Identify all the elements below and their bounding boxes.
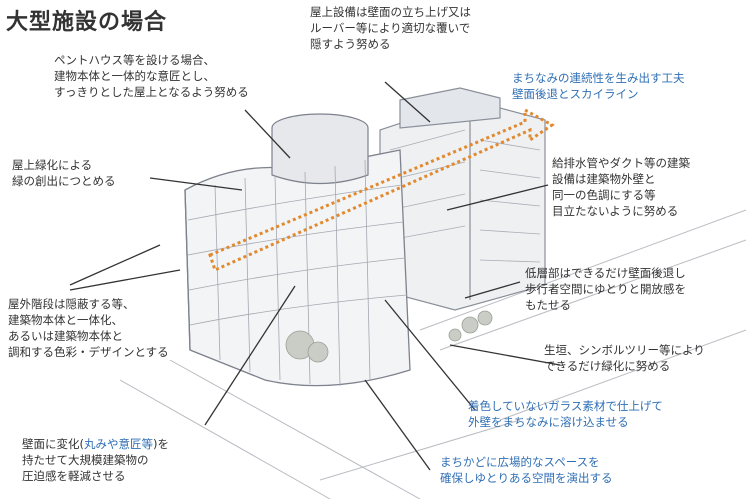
trees <box>285 310 493 363</box>
annotation-glass: 着色していないガラス素材で仕上げて 外壁をまちなみに溶け込ませる <box>468 399 663 429</box>
annotation-greening: 屋上緑化による 緑の創出につとめる <box>12 158 116 188</box>
wall-highlight: 丸みや意匠等 <box>84 437 153 451</box>
annotation-rooftop-equipment: 屋上設備は壁面の立ち上げ又は ルーバー等により適切な覆いで 隠すよう努める <box>310 5 471 51</box>
penthouse <box>271 113 369 185</box>
annotation-stairs: 屋外階段は隠蔽する等、 建築物本体と一体化、 あるいは建築物本体と 調和する色彩… <box>8 297 169 359</box>
page-title: 大型施設の場合 <box>6 10 168 35</box>
street-lines <box>119 209 746 499</box>
annotation-hedge: 生垣、シンボルツリー等により できるだけ緑化に努める <box>544 343 705 373</box>
annotation-piping: 給排水管やダクト等の建築 設備は建築物外壁と 同一の色調にする等 目立たないよう… <box>552 156 690 218</box>
wall-prefix: 壁面に変化( <box>22 437 84 451</box>
annotation-skyline: まちなみの連続性を生み出す工夫 壁面後退とスカイライン <box>512 71 685 101</box>
annotation-setback: 低層部はできるだけ壁面後退し 歩行者空間にゆとりと開放感を もたせる <box>525 266 686 312</box>
leader-lines <box>69 81 561 471</box>
annotation-plaza: まちかどに広場的なスペースを 確保しゆとりある空間を演出する <box>440 455 613 485</box>
annotation-penthouse: ペントハウス等を設ける場合、 建物本体と一体的な意匠とし、 すっきりとした屋上と… <box>54 53 249 99</box>
annotation-wall-variation: 壁面に変化(丸みや意匠等)を 持たせて大規模建築物の 圧迫感を軽減させる <box>22 436 169 484</box>
skyline-arrow <box>208 107 555 273</box>
wall-suffix: )を 持たせて大規模建築物の 圧迫感を軽減させる <box>22 437 169 483</box>
